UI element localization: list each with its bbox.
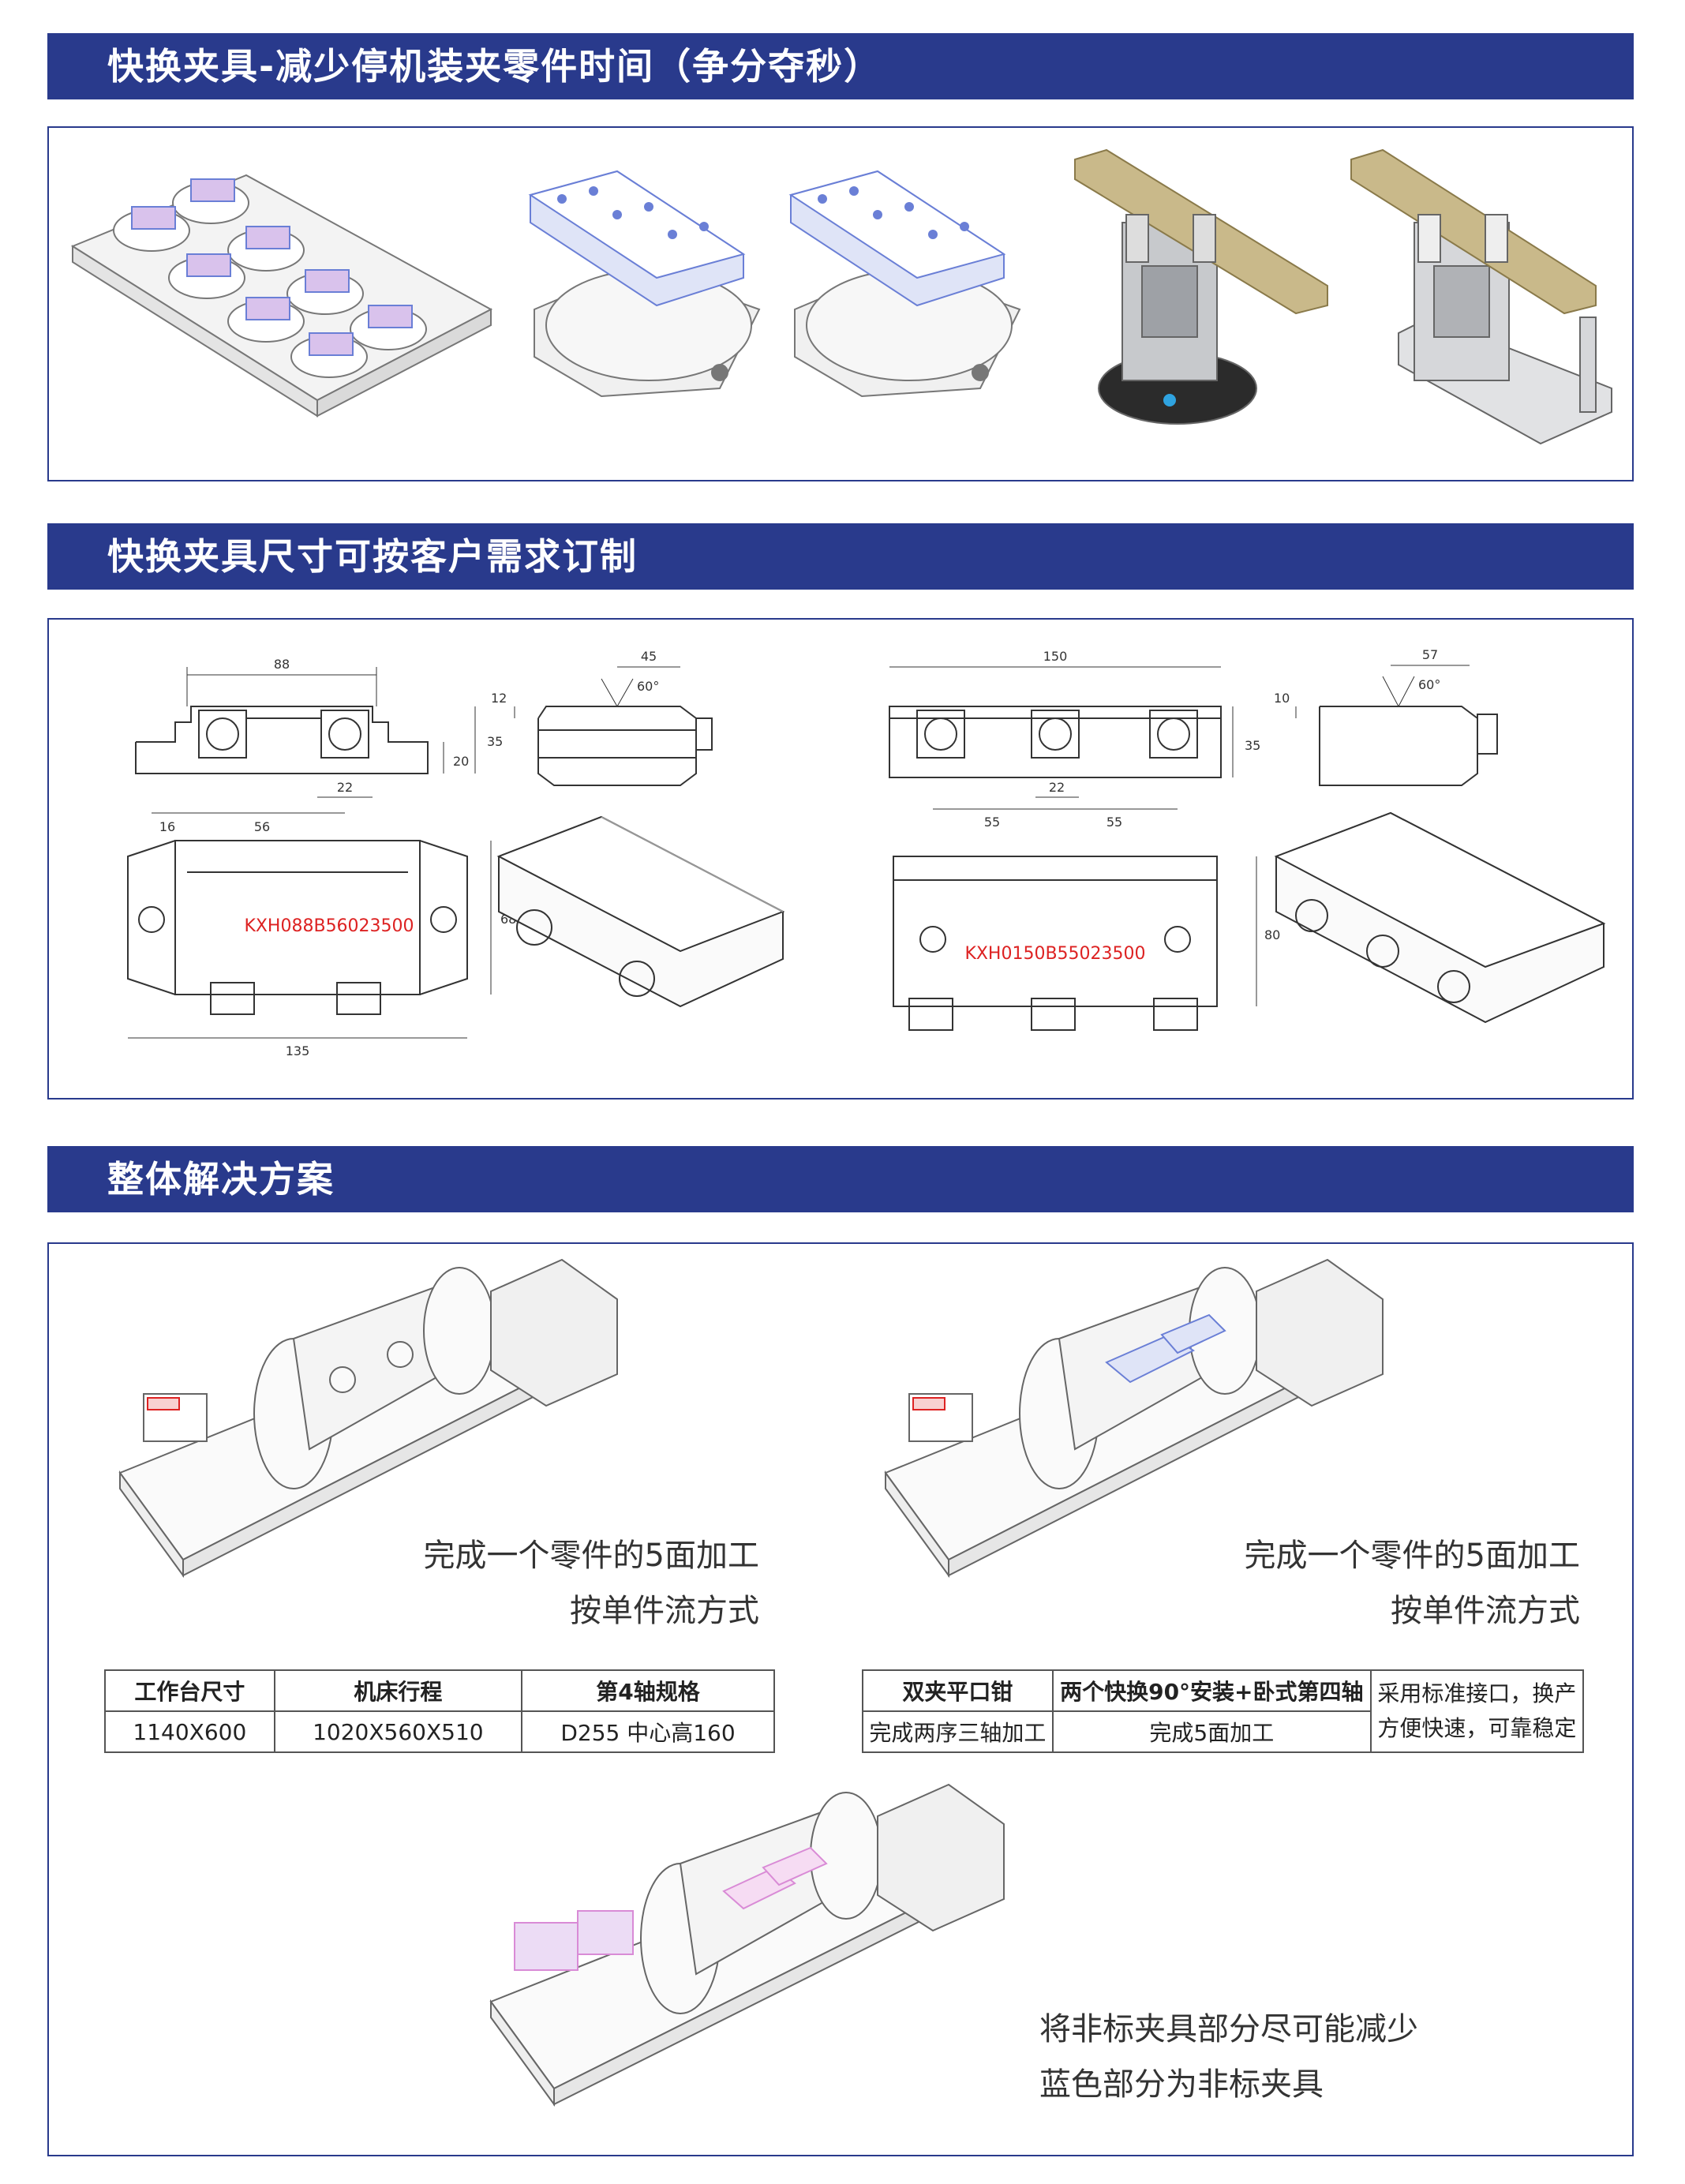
fourth-axis-machine-a <box>118 1258 618 1579</box>
dim-slot-right: 22 <box>1049 780 1065 795</box>
dimension-drawings: 88 35 20 22 16 56 45 60° 12 KXH088B56023… <box>127 647 1606 1058</box>
table-header: 工作台尺寸 <box>104 1669 275 1712</box>
dim-pitch-a: 55 <box>984 815 1000 830</box>
multi-vise-plate-image <box>70 174 493 418</box>
left-front-view <box>135 667 476 814</box>
rotary-vise-image-2 <box>788 170 1021 398</box>
dim-height-right: 35 <box>1245 738 1260 753</box>
dim-width: 88 <box>274 657 290 672</box>
table-cell: 完成两序三轴加工 <box>862 1710 1054 1753</box>
caption-machine-c: 将非标夹具部分尽可能减少 蓝色部分为非标夹具 <box>1039 2002 1481 2112</box>
dim-width-right: 150 <box>1043 649 1068 664</box>
logo-stamp-left: KXH088B56023500 <box>244 916 414 936</box>
note-line: 采用标准接口，换产 <box>1377 1680 1577 1706</box>
dim-slot: 22 <box>337 780 353 795</box>
section-title: 整体解决方案 <box>107 1158 335 1201</box>
section-title: 快换夹具尺寸可按客户需求订制 <box>107 535 638 578</box>
solution-illustrations <box>118 1258 1384 2107</box>
dim-offset: 16 <box>159 819 175 834</box>
caption-line: 蓝色部分为非标夹具 <box>1039 2066 1324 2103</box>
dim-side-depth-right: 10 <box>1274 691 1290 706</box>
table-note: 采用标准接口，换产 方便快速，可靠稳定 <box>1369 1669 1585 1753</box>
fourth-axis-machine-c <box>489 1783 1005 2107</box>
fork-fixture-image-2 <box>1350 148 1612 445</box>
panel-dimension-drawings: 88 35 20 22 16 56 45 60° 12 KXH088B56023… <box>47 618 1634 1099</box>
left-side-view <box>514 666 713 786</box>
caption-line: 将非标夹具部分尽可能减少 <box>1039 2011 1418 2047</box>
left-iso-view <box>496 815 785 1008</box>
table-header: 两个快换90°安装+卧式第四轴 <box>1051 1669 1372 1712</box>
left-top-view <box>127 840 492 1039</box>
dim-side-depth: 12 <box>491 691 507 706</box>
dim-side-angle-right: 60° <box>1418 677 1440 692</box>
fork-fixture-image-1 <box>1074 148 1328 425</box>
panel-complete-solution: 完成一个零件的5面加工 按单件流方式 完成一个零件的5面加工 按单件流方式 工作… <box>47 1242 1634 2156</box>
caption-machine-b: 完成一个零件的5面加工 按单件流方式 <box>1201 1528 1580 1639</box>
right-front-view <box>889 666 1234 810</box>
spec-table-process: 双夹平口钳 两个快换90°安装+卧式第四轴 采用标准接口，换产 方便快速，可靠稳… <box>862 1669 1585 1753</box>
logo-stamp-right: KXH0150B55023500 <box>964 944 1145 964</box>
dim-side-width: 45 <box>641 649 657 664</box>
section-banner-custom-size: 快换夹具尺寸可按客户需求订制 <box>47 523 1634 590</box>
dim-side-angle: 60° <box>637 679 659 694</box>
table-cell: 1140X600 <box>104 1710 275 1753</box>
section-banner-quick-change: 快换夹具-减少停机装夹零件时间（争分夺秒） <box>47 33 1634 99</box>
dim-height: 35 <box>487 734 503 749</box>
dim-inner: 20 <box>453 754 469 769</box>
panel-quick-change-products <box>47 126 1634 481</box>
caption-line: 按单件流方式 <box>1391 1593 1580 1629</box>
table-cell: 1020X560X510 <box>273 1710 523 1753</box>
spec-table-machine: 工作台尺寸 机床行程 第4轴规格 1140X600 1020X560X510 D… <box>104 1669 775 1753</box>
dim-pitch: 56 <box>254 819 270 834</box>
fourth-axis-machine-b <box>884 1258 1384 1579</box>
caption-machine-a: 完成一个零件的5面加工 按单件流方式 <box>380 1528 759 1639</box>
section-banner-solution: 整体解决方案 <box>47 1146 1634 1212</box>
rotary-vise-image-1 <box>528 170 761 398</box>
dim-side-width-right: 57 <box>1422 647 1438 662</box>
table-cell: 完成5面加工 <box>1051 1710 1372 1753</box>
caption-line: 完成一个零件的5面加工 <box>423 1538 759 1574</box>
table-header: 第4轴规格 <box>521 1669 775 1712</box>
right-top-view <box>893 856 1257 1031</box>
caption-line: 完成一个零件的5面加工 <box>1244 1538 1580 1574</box>
dim-top-length: 135 <box>286 1043 310 1058</box>
right-iso-view <box>1274 811 1606 1024</box>
table-cell: D255 中心高160 <box>521 1710 775 1753</box>
table-header: 机床行程 <box>273 1669 523 1712</box>
caption-line: 按单件流方式 <box>570 1593 759 1629</box>
dim-pitch-b: 55 <box>1106 815 1122 830</box>
section-title: 快换夹具-减少停机装夹零件时间（争分夺秒） <box>107 45 882 88</box>
note-line: 方便快速，可靠稳定 <box>1377 1715 1577 1741</box>
table-header: 双夹平口钳 <box>862 1669 1054 1712</box>
product-illustrations <box>70 148 1612 445</box>
dim-top-depth-right: 80 <box>1264 927 1280 942</box>
right-side-view <box>1295 665 1498 786</box>
